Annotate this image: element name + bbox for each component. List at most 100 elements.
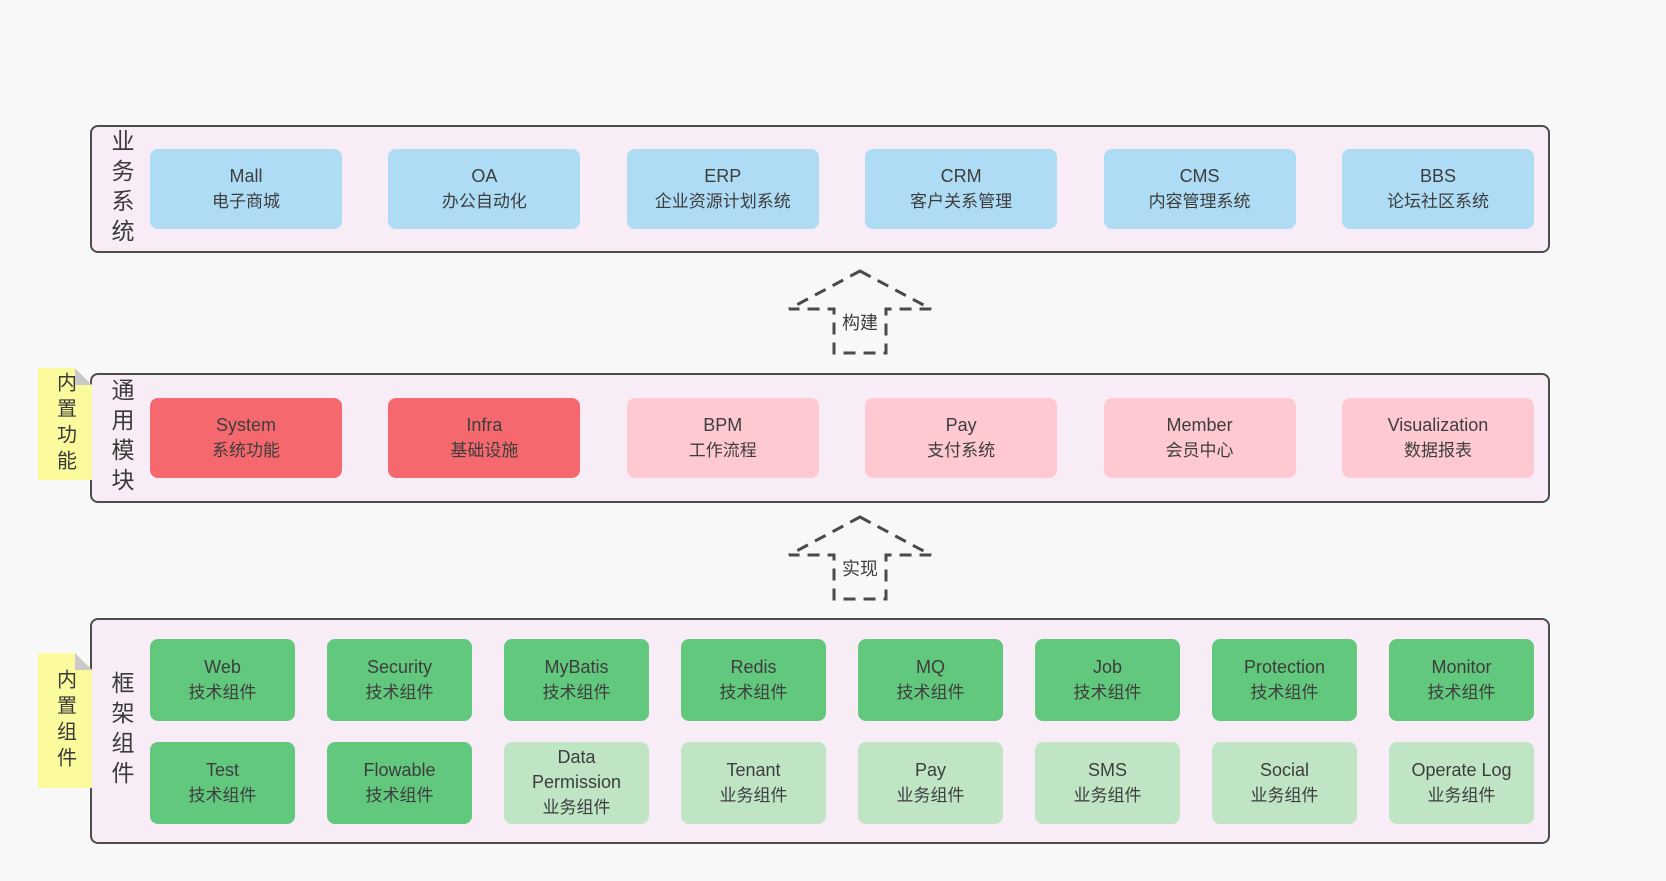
- box-test-desc: 技术组件: [188, 785, 257, 805]
- box-mall-desc: 电子商城: [212, 192, 280, 211]
- layer-modules-label: 通用模块: [108, 378, 134, 498]
- framework-row-1: Web 技术组件 Security 技术组件 MyBatis 技术组件 Redi…: [150, 638, 1534, 721]
- box-member-name: Member: [1166, 415, 1233, 435]
- arrow-build: 构建: [785, 268, 935, 356]
- box-sms-desc: 业务组件: [1073, 785, 1142, 805]
- box-crm-name: CRM: [940, 166, 982, 186]
- box-web-desc: 技术组件: [188, 682, 257, 702]
- box-flowable: Flowable 技术组件: [327, 741, 472, 824]
- box-security: Security 技术组件: [327, 638, 472, 721]
- box-system: System 系统功能: [150, 398, 342, 478]
- box-social-name: Social: [1259, 759, 1310, 780]
- box-sms-name: SMS: [1087, 759, 1127, 780]
- box-data-permission: Data Permission 业务组件: [504, 741, 649, 824]
- box-oa-desc: 办公自动化: [441, 192, 527, 211]
- up-arrow-icon: [788, 515, 932, 601]
- box-security-desc: 技术组件: [365, 682, 434, 702]
- folded-corner-icon: [75, 368, 92, 385]
- layer-business-label: 业务系统: [108, 129, 134, 249]
- box-protection: Protection 技术组件: [1212, 638, 1357, 721]
- box-erp: ERP 企业资源计划系统: [626, 149, 819, 229]
- sticky-note-builtin-components: 内置组件: [38, 653, 92, 788]
- box-bpm-name: BPM: [703, 415, 743, 435]
- box-mybatis-desc: 技术组件: [542, 682, 611, 702]
- framework-boxes-rows: Web 技术组件 Security 技术组件 MyBatis 技术组件 Redi…: [150, 620, 1548, 842]
- box-social: Social 业务组件: [1212, 741, 1357, 824]
- box-pay-desc: 支付系统: [927, 441, 996, 460]
- box-data-permission-name: Data Permission: [531, 747, 622, 792]
- box-job-desc: 技术组件: [1073, 682, 1142, 702]
- box-visualization: Visualization 数据报表: [1341, 398, 1534, 478]
- box-mq: MQ 技术组件: [858, 638, 1003, 721]
- box-redis: Redis 技术组件: [681, 638, 826, 721]
- arrow-build-label: 构建: [839, 308, 881, 336]
- box-cms-name: CMS: [1179, 166, 1220, 186]
- box-mq-name: MQ: [916, 656, 945, 677]
- box-system-name: System: [215, 415, 276, 435]
- box-bpm-desc: 工作流程: [688, 441, 757, 460]
- box-oa-name: OA: [471, 166, 498, 186]
- box-job: Job 技术组件: [1035, 638, 1180, 721]
- box-mall: Mall 电子商城: [150, 149, 342, 229]
- box-security-name: Security: [366, 656, 433, 677]
- box-operate-log-name: Operate Log: [1411, 759, 1512, 780]
- box-bbs-name: BBS: [1419, 166, 1456, 186]
- box-infra: Infra 基础设施: [388, 398, 581, 478]
- box-infra-name: Infra: [466, 415, 503, 435]
- box-mybatis-name: MyBatis: [544, 656, 609, 677]
- box-member-desc: 会员中心: [1165, 441, 1234, 460]
- up-arrow-icon: [788, 269, 932, 355]
- box-cms: CMS 内容管理系统: [1103, 149, 1296, 229]
- box-tenant: Tenant 业务组件: [681, 741, 826, 824]
- box-operate-log-desc: 业务组件: [1427, 785, 1496, 805]
- box-monitor-name: Monitor: [1431, 656, 1492, 677]
- layer-framework-label: 框架组件: [108, 671, 134, 791]
- box-web: Web 技术组件: [150, 638, 295, 721]
- box-erp-desc: 企业资源计划系统: [654, 192, 791, 211]
- box-mq-desc: 技术组件: [896, 682, 965, 702]
- box-redis-name: Redis: [730, 656, 777, 677]
- box-pay-business: Pay 业务组件: [858, 741, 1003, 824]
- box-system-desc: 系统功能: [212, 441, 280, 460]
- layer-framework-components: 框架组件 Web 技术组件 Security 技术组件 MyBatis 技术组件…: [90, 618, 1550, 844]
- box-crm-desc: 客户关系管理: [910, 192, 1013, 211]
- box-test: Test 技术组件: [150, 741, 295, 824]
- box-visualization-name: Visualization: [1387, 415, 1489, 435]
- box-bbs: BBS 论坛社区系统: [1341, 149, 1534, 229]
- box-protection-name: Protection: [1243, 656, 1326, 677]
- box-cms-desc: 内容管理系统: [1148, 192, 1251, 211]
- box-test-name: Test: [205, 759, 239, 780]
- box-protection-desc: 技术组件: [1250, 682, 1319, 702]
- framework-row-2: Test 技术组件 Flowable 技术组件 Data Permission …: [150, 741, 1534, 824]
- layer-common-modules: 通用模块 System 系统功能 Infra 基础设施 BPM 工作流程 Pay…: [90, 373, 1550, 503]
- box-mybatis: MyBatis 技术组件: [504, 638, 649, 721]
- box-bpm: BPM 工作流程: [626, 398, 819, 478]
- box-visualization-desc: 数据报表: [1403, 441, 1472, 460]
- box-pay-name: Pay: [945, 415, 977, 435]
- business-boxes-row: Mall 电子商城 OA 办公自动化 ERP 企业资源计划系统 CRM 客户关系…: [150, 127, 1548, 251]
- box-tenant-name: Tenant: [726, 759, 781, 780]
- arrow-implement-label: 实现: [839, 554, 881, 582]
- box-web-name: Web: [204, 656, 241, 677]
- box-pay-business-name: Pay: [914, 759, 947, 780]
- box-mall-name: Mall: [229, 166, 263, 186]
- box-sms: SMS 业务组件: [1035, 741, 1180, 824]
- box-job-name: Job: [1092, 656, 1123, 677]
- layer-business-systems: 业务系统 Mall 电子商城 OA 办公自动化 ERP 企业资源计划系统 CRM…: [90, 125, 1550, 253]
- box-data-permission-desc: 业务组件: [542, 798, 611, 817]
- box-infra-desc: 基础设施: [450, 441, 519, 460]
- box-erp-name: ERP: [704, 166, 742, 186]
- box-crm: CRM 客户关系管理: [865, 149, 1058, 229]
- box-flowable-desc: 技术组件: [365, 785, 434, 805]
- arrow-implement: 实现: [785, 514, 935, 602]
- sticky-note-builtin-features: 内置功能: [38, 368, 92, 480]
- box-pay-business-desc: 业务组件: [896, 785, 965, 805]
- modules-boxes-row: System 系统功能 Infra 基础设施 BPM 工作流程 Pay 支付系统…: [150, 375, 1548, 501]
- box-monitor: Monitor 技术组件: [1389, 638, 1534, 721]
- box-tenant-desc: 业务组件: [719, 785, 788, 805]
- box-monitor-desc: 技术组件: [1427, 682, 1496, 702]
- box-flowable-name: Flowable: [363, 759, 436, 780]
- sticky-note-builtin-components-text: 内置组件: [53, 668, 76, 773]
- box-pay: Pay 支付系统: [865, 398, 1058, 478]
